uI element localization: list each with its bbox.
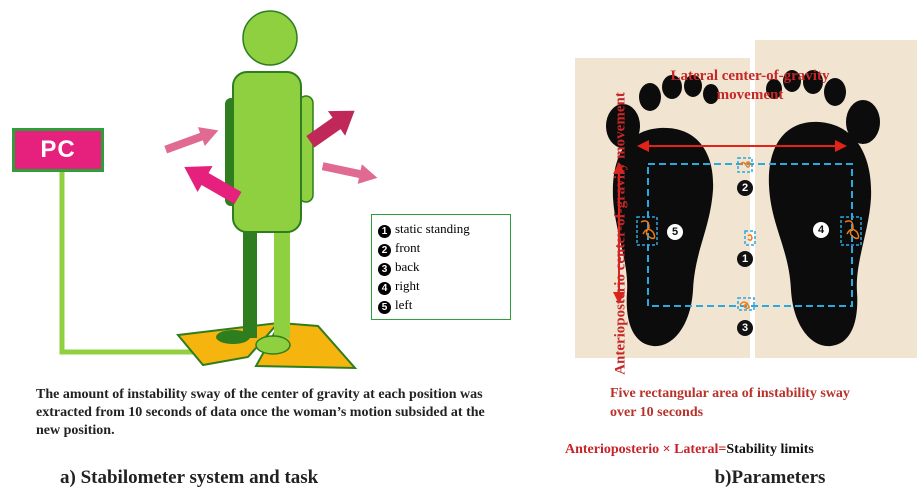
position-legend: 1 static standing 2 front 3 back 4 right 5 le… bbox=[371, 214, 511, 320]
legend-item: 5 left bbox=[378, 295, 510, 314]
five-rect-caption: Five rectangular area of instability swa… bbox=[610, 384, 870, 422]
legend-item: 1 static standing bbox=[378, 219, 510, 238]
legend-item: 4 right bbox=[378, 276, 510, 295]
formula-lateral: Lateral= bbox=[674, 442, 726, 457]
foot-number-1: 1 bbox=[737, 251, 753, 267]
pc-box: PC bbox=[12, 128, 104, 172]
right-toe bbox=[846, 100, 880, 144]
legend-number-2: 2 bbox=[378, 244, 391, 257]
sway-arrow-back-left bbox=[162, 121, 221, 159]
figure-left-leg bbox=[243, 228, 257, 338]
panel-a-title: a) Stabilometer system and task bbox=[60, 467, 460, 489]
legend-label: static standing bbox=[395, 221, 470, 236]
legend-label: right bbox=[395, 278, 420, 293]
stability-limits-formula: Anterioposterio × Lateral=Stability limi… bbox=[565, 442, 915, 458]
figure-left-foot bbox=[216, 330, 250, 344]
lateral-label: Lateral center-of-gravity movement bbox=[640, 67, 860, 105]
legend-number-1: 1 bbox=[378, 225, 391, 238]
figure-head bbox=[243, 11, 297, 65]
figure-right-leg bbox=[274, 228, 290, 338]
legend-label: left bbox=[395, 297, 412, 312]
figure-torso bbox=[233, 72, 301, 232]
legend-label: back bbox=[395, 259, 420, 274]
sway-arrow-front-right bbox=[321, 156, 380, 187]
foot-number-3: 3 bbox=[737, 320, 753, 336]
formula-result: Stability limits bbox=[726, 442, 814, 457]
legend-label: front bbox=[395, 240, 420, 255]
figure-right-foot bbox=[256, 336, 290, 354]
panel-b-title: b)Parameters bbox=[690, 467, 850, 489]
formula-ap: Anterioposterio bbox=[565, 442, 659, 457]
legend-number-5: 5 bbox=[378, 301, 391, 314]
formula-times: × bbox=[663, 442, 671, 457]
pc-cable bbox=[62, 172, 215, 352]
task-caption: The amount of instability sway of the ce… bbox=[36, 386, 506, 440]
foot-number-5: 5 bbox=[667, 224, 683, 240]
legend-item: 3 back bbox=[378, 257, 510, 276]
legend-number-4: 4 bbox=[378, 282, 391, 295]
anterioposterior-label: Anterioposterio center-of-gravity moveme… bbox=[612, 89, 631, 379]
foot-number-2: 2 bbox=[737, 180, 753, 196]
legend-item: 2 front bbox=[378, 238, 510, 257]
legend-number-3: 3 bbox=[378, 263, 391, 276]
foot-number-4: 4 bbox=[813, 222, 829, 238]
